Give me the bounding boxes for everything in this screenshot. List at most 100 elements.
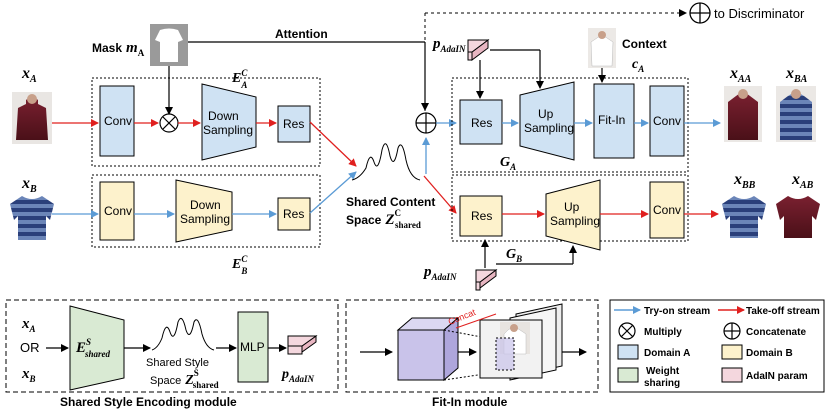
svg-text:Sampling: Sampling (180, 212, 230, 226)
svg-text:Sampling: Sampling (203, 123, 253, 137)
context: Context (588, 28, 667, 83)
adain-param-icon (475, 269, 498, 291)
conv-a-block (99, 85, 135, 157)
to-discriminator-label: to Discriminator (714, 6, 805, 21)
adain-param-icon (467, 39, 490, 61)
svg-text:Context: Context (622, 37, 667, 51)
discriminator-link: to Discriminator (424, 2, 805, 111)
fitin-block (593, 83, 635, 159)
svg-text:Conv: Conv (653, 114, 681, 128)
padain-top: pAdaIN (431, 36, 544, 99)
svg-text:Sampling: Sampling (524, 121, 574, 135)
conv-ga-block (649, 85, 685, 157)
svg-text:xAA: xAA (729, 65, 752, 85)
input-a: xA (12, 65, 52, 144)
svg-text:Sampling: Sampling (550, 214, 600, 228)
conv-b-block (99, 181, 135, 241)
svg-text:xBB: xBB (733, 171, 756, 191)
svg-text:pAdaIN: pAdaIN (422, 264, 457, 282)
svg-text:Res: Res (471, 116, 492, 130)
attention-label: Attention (275, 27, 328, 41)
svg-text:GB: GB (506, 247, 522, 264)
svg-text:ECB: ECB (231, 254, 248, 276)
svg-text:Fit-In: Fit-In (598, 113, 625, 127)
svg-text:Shared Style: Shared Style (146, 357, 209, 369)
padain-bottom: pAdaIN (422, 239, 577, 291)
legend-takeoff: Take-off stream (746, 306, 820, 317)
res-gb-block (459, 195, 503, 237)
feature-cube (397, 329, 445, 381)
mlp-block (237, 311, 269, 383)
svg-text:Res: Res (283, 117, 304, 131)
svg-text:pAdaIN: pAdaIN (281, 367, 315, 384)
svg-text:Res: Res (283, 207, 304, 221)
output-aa: xAA (724, 65, 762, 142)
generator-b: GB Res Up Sampling Conv (451, 174, 719, 264)
upsampling-b-block (545, 179, 601, 251)
svg-text:xB: xB (21, 175, 37, 195)
svg-text:xAB: xAB (791, 171, 814, 191)
svg-text:GA: GA (500, 155, 516, 172)
legend-concatenate: Concatenate (746, 327, 806, 338)
svg-text:Shared Content: Shared Content (346, 195, 435, 209)
mask-silhouette-icon (155, 28, 183, 62)
legend-weight-1: Weight (646, 366, 680, 377)
svg-text:Down: Down (208, 109, 239, 123)
svg-text:OR: OR (20, 340, 40, 355)
multiply-icon (159, 113, 179, 133)
context-person-icon (590, 35, 614, 67)
legend-multiply: Multiply (644, 327, 682, 338)
legend-domain-b: Domain B (746, 348, 793, 359)
shared-style-module: Shared Style Encoding module xA OR xB ES… (5, 299, 339, 409)
svg-text:ECA: ECA (231, 68, 248, 90)
content-distribution-curve (351, 143, 421, 181)
generator-a: GA cA Res Up Sampling Fit-In Conv (451, 57, 721, 173)
input-b-sweater-icon (10, 196, 54, 240)
svg-text:Concat: Concat (447, 307, 478, 327)
svg-text:Down: Down (190, 198, 221, 212)
conv-gb-block (649, 181, 685, 239)
svg-text:Conv: Conv (104, 114, 132, 128)
res-b-block (277, 197, 311, 231)
output-ab: xAB (776, 171, 820, 238)
concatenate-icon (415, 112, 437, 134)
svg-text:Conv: Conv (104, 204, 132, 218)
person-sweater-icon (16, 97, 48, 140)
svg-text:xA: xA (21, 316, 36, 334)
output-bb: xBB (722, 171, 766, 238)
downsampling-a-block (201, 83, 257, 161)
svg-text:Up: Up (538, 107, 554, 121)
output-ba-person-icon (780, 93, 812, 140)
svg-text:pAdaIN: pAdaIN (431, 36, 466, 54)
svg-text:xB: xB (21, 366, 36, 384)
downsampling-b-block (175, 179, 233, 243)
legend-domain-a: Domain A (644, 348, 690, 359)
svg-text:xA: xA (21, 65, 37, 85)
res-ga-block (459, 99, 503, 145)
output-ab-sweater-icon (776, 196, 820, 238)
svg-text:MLP: MLP (240, 340, 265, 354)
output-ba: xBA (776, 65, 816, 142)
concatenate-icon (689, 2, 711, 24)
style-encoder-block (69, 305, 125, 391)
svg-text:Conv: Conv (653, 203, 681, 217)
adain-param-icon (287, 335, 318, 355)
legend: Try-on stream Take-off stream Multiply C… (609, 299, 825, 393)
svg-text:Shared Style Encoding module: Shared Style Encoding module (60, 395, 237, 409)
concatenate-icon (723, 322, 741, 340)
output-bb-sweater-icon (722, 196, 766, 238)
res-a-block (277, 105, 311, 143)
svg-text:Up: Up (564, 200, 580, 214)
multiply-icon (618, 322, 636, 340)
svg-text:Res: Res (471, 209, 492, 223)
svg-text:xBA: xBA (785, 65, 808, 85)
